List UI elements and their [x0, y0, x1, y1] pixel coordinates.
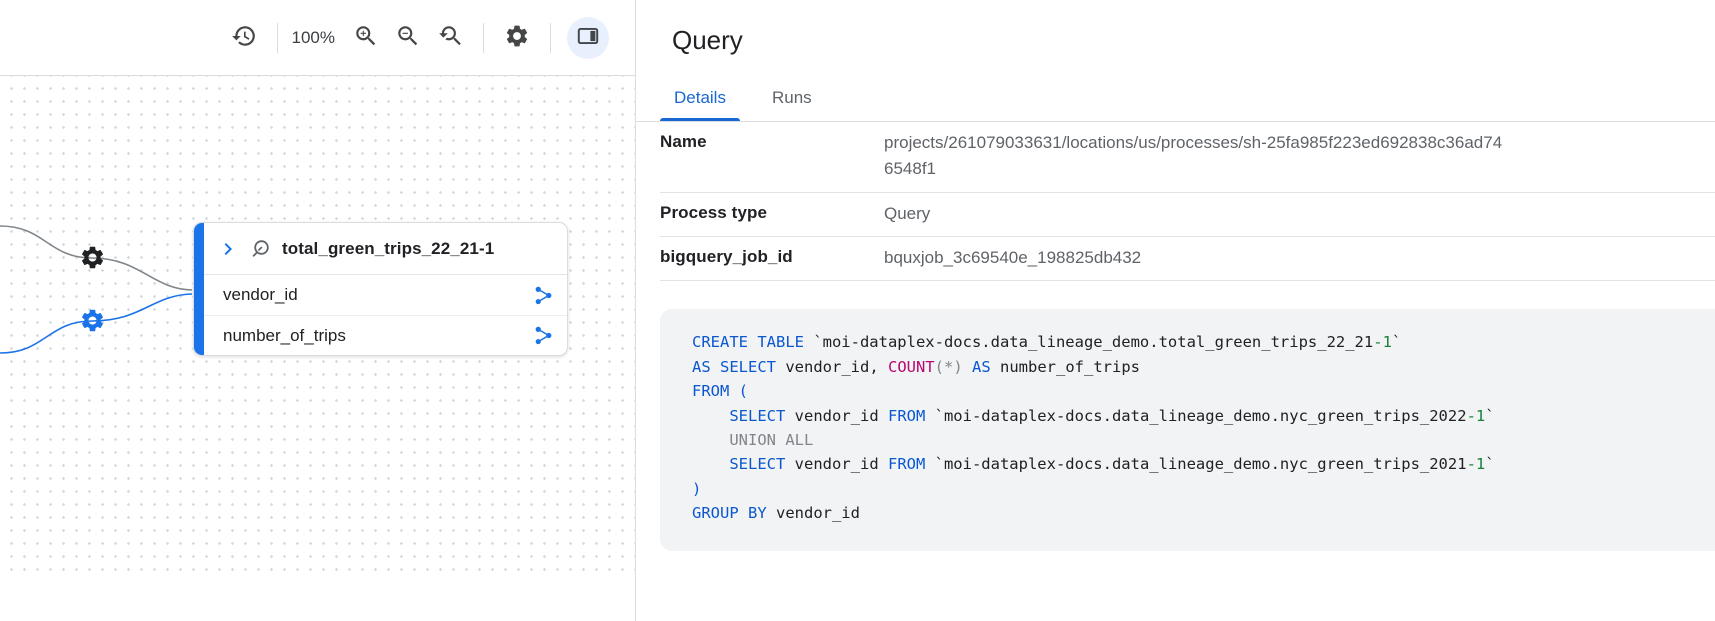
sql-token: UNION ALL: [692, 431, 814, 449]
sql-token: vendor_id: [785, 455, 888, 474]
sql-token: AS SELECT: [692, 357, 776, 376]
graph-toolbar: 100%: [0, 0, 635, 76]
panel-title: Query: [672, 25, 743, 55]
details-side-panel: Query Details Runs Name projects/2610790…: [636, 0, 1715, 621]
sql-token: SELECT: [729, 406, 786, 425]
sql-code-line: SELECT vendor_id FROM `moi-dataplex-docs…: [692, 404, 1683, 428]
sql-token: `: [1391, 333, 1402, 352]
graph-settings-button[interactable]: [496, 17, 538, 59]
sql-token: vendor_id: [785, 406, 888, 425]
tab-runs[interactable]: Runs: [771, 88, 812, 107]
sql-code-line: ): [692, 477, 1683, 501]
zoom-reset-icon: [437, 23, 463, 52]
detail-label: Process type: [660, 202, 768, 222]
sql-token: ): [692, 479, 702, 498]
node-header[interactable]: total_green_trips_22_21-1: [204, 223, 567, 275]
side-panel-icon: [575, 23, 601, 52]
canvas-bottom-mask: [0, 571, 635, 621]
detail-value: bquxjob_3c69540e_198825db432: [884, 248, 1142, 268]
sql-code-line: UNION ALL: [692, 428, 1683, 452]
node-body: total_green_trips_22_21-1 vendor_id numb…: [204, 223, 567, 355]
lineage-canvas[interactable]: total_green_trips_22_21-1 vendor_id numb…: [0, 76, 635, 621]
sql-token: GROUP BY: [692, 504, 767, 523]
table-node-card[interactable]: total_green_trips_22_21-1 vendor_id numb…: [193, 222, 568, 356]
node-title: total_green_trips_22_21-1: [282, 238, 495, 258]
sql-token: `moi-dataplex-docs.data_lineage_demo.tot…: [803, 333, 1374, 352]
sql-token: `moi-dataplex-docs.data_lineage_demo.nyc…: [925, 406, 1467, 425]
sql-token: -1: [1466, 455, 1486, 474]
sql-token: vendor_id: [766, 504, 860, 523]
sql-token: CREATE TABLE: [692, 333, 804, 352]
sql-token: -1: [1373, 333, 1392, 352]
field-name: vendor_id: [223, 285, 298, 304]
sql-token: -1: [1466, 406, 1486, 425]
sql-code: CREATE TABLE `moi-dataplex-docs.data_lin…: [692, 330, 1683, 525]
detail-value: projects/261079033631/locations/us/proce…: [884, 133, 1503, 179]
bigquery-table-icon: [249, 237, 273, 261]
sql-token: FROM: [887, 455, 926, 474]
history-button[interactable]: [223, 17, 265, 59]
gear-icon: [504, 23, 530, 52]
detail-row-process-type: Process type Query: [660, 193, 1715, 238]
node-accent-bar: [194, 223, 204, 355]
sql-token: COUNT: [887, 357, 935, 376]
process-node-gear-icon[interactable]: [79, 244, 106, 271]
node-field-row[interactable]: vendor_id: [204, 275, 567, 315]
zoom-in-icon: [353, 23, 379, 52]
details-table: Name projects/261079033631/locations/us/…: [660, 122, 1715, 282]
sql-token: (*): [934, 357, 963, 376]
chevron-right-icon[interactable]: [216, 237, 240, 261]
sql-code-line: GROUP BY vendor_id: [692, 501, 1683, 525]
sql-token: AS: [972, 357, 991, 376]
sql-code-line: FROM (: [692, 379, 1683, 403]
sql-token: `moi-dataplex-docs.data_lineage_demo.nyc…: [925, 455, 1467, 474]
detail-value: Query: [884, 203, 931, 223]
zoom-out-icon: [395, 23, 421, 52]
node-field-row[interactable]: number_of_trips: [204, 315, 567, 355]
sql-token: `: [1485, 406, 1495, 425]
detail-label: Name: [660, 132, 707, 151]
lineage-graph-pane: 100%: [0, 0, 636, 621]
detail-label: bigquery_job_id: [660, 247, 793, 267]
process-node-gear-icon-selected[interactable]: [79, 307, 106, 334]
sql-code-line: CREATE TABLE `moi-dataplex-docs.data_lin…: [692, 330, 1683, 354]
zoom-reset-button[interactable]: [429, 17, 471, 59]
sql-token: `: [1485, 455, 1495, 474]
toolbar-divider: [550, 22, 551, 53]
sql-token: [692, 407, 729, 425]
sql-token: SELECT: [729, 455, 786, 474]
detail-row-name: Name projects/261079033631/locations/us/…: [660, 122, 1715, 193]
toolbar-divider: [276, 22, 278, 53]
sql-code-line: AS SELECT vendor_id, COUNT(*) AS number_…: [692, 355, 1683, 379]
field-name: number_of_trips: [223, 325, 346, 345]
tab-details[interactable]: Details: [660, 75, 740, 121]
panel-tabs: Details Runs: [636, 75, 1715, 122]
side-panel-toggle-button[interactable]: [567, 16, 609, 59]
toolbar-divider: [483, 22, 484, 53]
zoom-in-button[interactable]: [345, 17, 387, 59]
lineage-branch-icon[interactable]: [533, 325, 554, 346]
lineage-branch-icon[interactable]: [533, 285, 554, 306]
zoom-level-label: 100%: [291, 27, 335, 47]
sql-token: number_of_trips: [990, 357, 1140, 376]
sql-token: vendor_id,: [776, 357, 888, 376]
sql-token: [692, 455, 729, 473]
sql-code-block: CREATE TABLE `moi-dataplex-docs.data_lin…: [660, 309, 1715, 551]
sql-token: [963, 358, 972, 376]
sql-code-line: SELECT vendor_id FROM `moi-dataplex-docs…: [692, 452, 1683, 476]
sql-token: FROM: [887, 406, 926, 425]
sql-token: (: [729, 382, 748, 401]
detail-row-bigquery-job-id: bigquery_job_id bquxjob_3c69540e_198825d…: [660, 237, 1715, 282]
sql-token: FROM: [692, 382, 730, 401]
lineage-edges: [0, 225, 193, 354]
zoom-out-button[interactable]: [387, 17, 429, 59]
history-icon: [231, 23, 257, 52]
